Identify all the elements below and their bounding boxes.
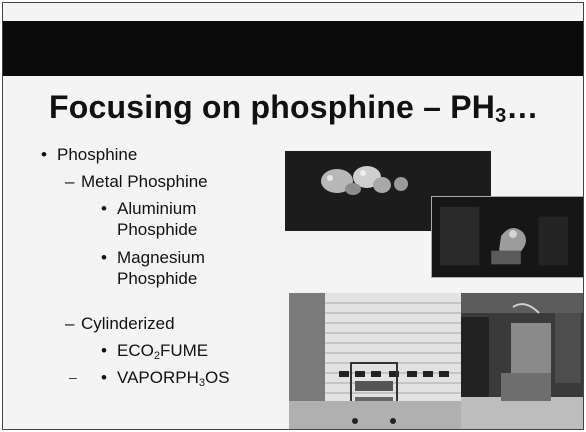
bullet-icon: • — [101, 199, 107, 218]
bullet-ecofume: • ECO2FUME — [101, 341, 208, 366]
bullet-icon: • — [101, 368, 107, 387]
title-ellipsis: … — [506, 89, 539, 125]
bullet-text: Metal Phosphine — [81, 172, 208, 191]
bullet-text: VAPORPH — [117, 368, 199, 387]
title-main: Focusing on phosphine – PH — [49, 89, 496, 125]
bullet-text: Phosphine — [57, 145, 138, 164]
bullet-icon: • — [101, 248, 107, 267]
bullet-metal-phosphine: –Metal Phosphine — [65, 172, 208, 192]
bullet-icon: • — [101, 341, 107, 360]
slide-title: Focusing on phosphine – PH3… — [49, 89, 539, 128]
bullet-text: FUME — [159, 341, 209, 360]
bullet-aluminium: • Aluminium — [101, 199, 196, 219]
bullet-text: Phosphide — [117, 269, 198, 288]
bullet-icon: • — [41, 145, 47, 164]
bullet-magnesium: • Magnesium — [101, 248, 205, 268]
title-subscript: 3 — [495, 105, 507, 127]
subscript: 2 — [153, 350, 160, 362]
photo-cylinder-cart — [289, 293, 461, 429]
bullet-text: Cylinderized — [81, 314, 175, 333]
bullet-text: Phosphide — [117, 220, 198, 239]
bullet-text: Aluminium — [117, 199, 197, 218]
bullet-phosphine: • Phosphine — [41, 145, 137, 165]
bullet-text: Magnesium — [117, 248, 205, 267]
photo-fumigation-dark — [431, 196, 583, 278]
header-bar — [3, 21, 583, 76]
bullet-aluminium-line2: Phosphide — [117, 220, 197, 240]
dash-icon: – — [65, 172, 75, 191]
photo-equipment-room — [461, 293, 583, 429]
subscript: 3 — [198, 377, 205, 389]
bullet-text: OS — [205, 368, 230, 387]
bullet-text: ECO — [117, 341, 154, 360]
dash-icon: – — [65, 314, 75, 333]
stray-mark: – — [69, 369, 77, 385]
bullet-cylinderized: –Cylinderized — [65, 314, 175, 334]
bullet-magnesium-line2: Phosphide — [117, 269, 197, 289]
bullet-vaporph3os: • VAPORPH3OS — [101, 368, 230, 393]
